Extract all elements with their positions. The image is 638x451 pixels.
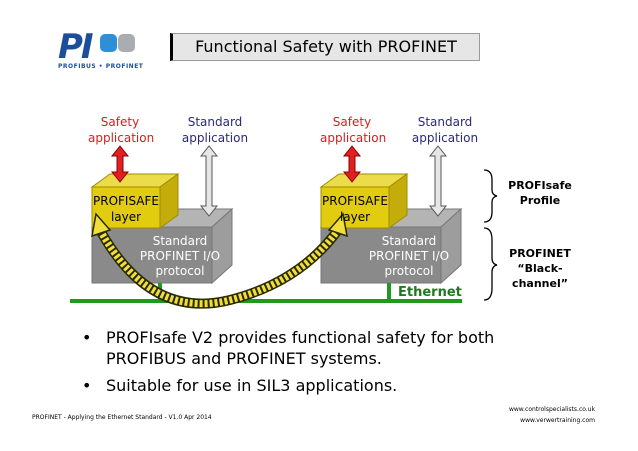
page-title: Functional Safety with PROFINET — [170, 33, 480, 61]
right-protocol-box — [320, 226, 442, 284]
footer-right: www.controlspecialists.co.uk www.verwert… — [509, 404, 595, 426]
logo-square-gray-1 — [118, 34, 135, 52]
bullet-profisafe-v2: • PROFIsafe V2 provides functional safet… — [82, 328, 495, 368]
right-profisafe-layer — [320, 186, 390, 229]
bullet-sil3: • Suitable for use in SIL3 applications. — [82, 376, 398, 395]
profisafe-profile-brace — [483, 169, 498, 223]
black-channel-brace — [483, 227, 498, 301]
ethernet-label: Ethernet — [398, 285, 462, 300]
bullet-dot: • — [82, 328, 92, 347]
bullet-dot: • — [82, 376, 92, 395]
pi-logo: PI — [58, 27, 94, 67]
right-safety-arrow — [342, 145, 362, 183]
left-standard-arrow — [199, 145, 219, 217]
footer-link-controlspecialists[interactable]: www.controlspecialists.co.uk — [508, 406, 595, 413]
footer-left: PROFINET - Applying the Ethernet Standar… — [32, 414, 212, 421]
tunnel-arrowhead-right — [327, 212, 348, 238]
profinet-black-channel-label: PROFINET“Black-channel” — [509, 247, 571, 290]
right-standard-arrow — [428, 145, 448, 217]
footer-link-verwertraining[interactable]: www.verwertraining.com — [520, 417, 595, 424]
logo-subtitle: PROFIBUS • PROFINET — [58, 63, 144, 70]
left-safety-arrow — [110, 145, 130, 183]
logo-square-blue — [100, 34, 117, 52]
tunnel-arrowhead-left — [91, 212, 112, 238]
left-profisafe-layer — [91, 186, 161, 229]
